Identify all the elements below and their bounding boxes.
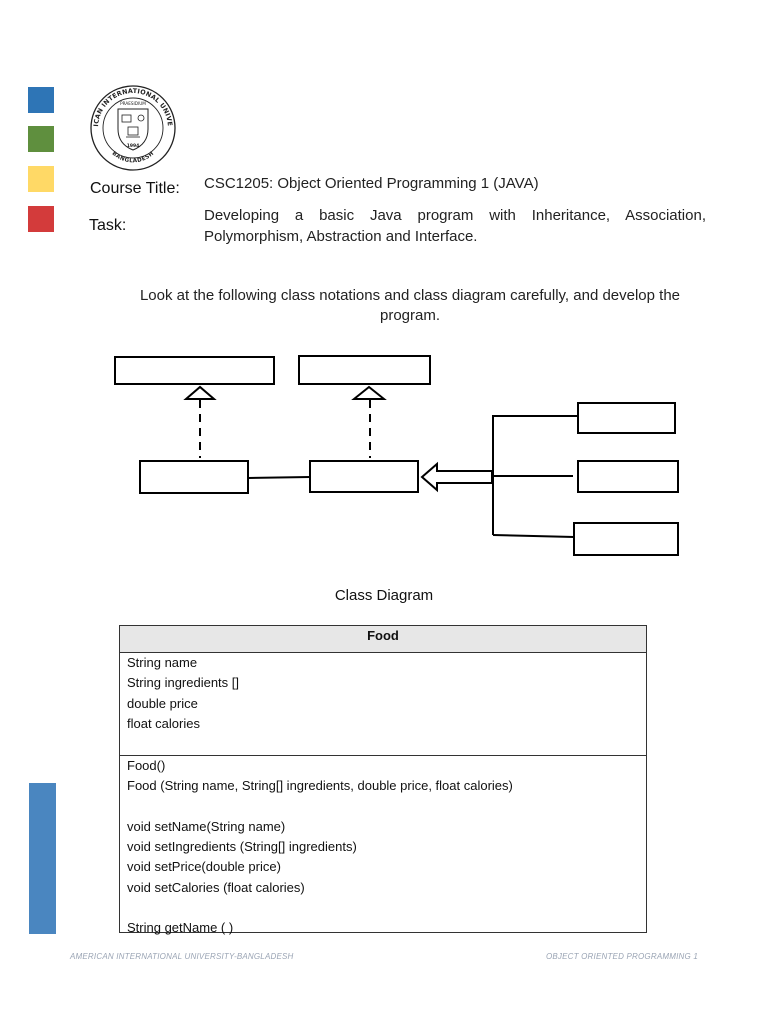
uml-method: void setIngredients (String[] ingredient… [127, 839, 357, 855]
course-title-value: CSC1205: Object Oriented Programming 1 (… [204, 175, 539, 192]
blue-side-bar-decoration [29, 783, 56, 934]
branch-bottom [492, 534, 575, 538]
interface-box-right [298, 355, 431, 385]
subclass-box-bottom [573, 522, 679, 556]
uml-method: Food (String name, String[] ingredients,… [127, 778, 513, 794]
subclass-box-middle [577, 460, 679, 493]
inheritance-arrow [420, 461, 493, 493]
uml-method: void setPrice(double price) [127, 859, 281, 875]
seal-motto-text: PRAESIDIUM [120, 101, 146, 106]
seal-year-text: 1994 [127, 143, 140, 149]
uml-method: void setName(String name) [127, 818, 286, 834]
instructions-text: Look at the following class notations an… [139, 287, 681, 324]
red-square-decoration [28, 206, 54, 232]
uml-attribute: String name [127, 655, 198, 670]
uml-attribute: String ingredients [] [127, 675, 240, 691]
diagram-title: Class Diagram [334, 587, 434, 604]
footer-university: AMERICAN INTERNATIONAL UNIVERSITY-BANGLA… [70, 952, 294, 961]
uml-methods-section: Food() Food (String name, String[] ingre… [120, 756, 646, 939]
realization-arrow-left [183, 385, 217, 400]
association-line [247, 476, 311, 479]
university-seal-icon: AMERICAN INTERNATIONAL UNIVERSITY BANGLA… [86, 84, 176, 171]
uml-class-box: Food String name String ingredients [] d… [119, 625, 647, 935]
class-box-center [309, 460, 419, 493]
uml-method-spacer [127, 898, 639, 918]
realization-arrow-right [351, 385, 387, 400]
class-box-left [139, 460, 249, 494]
blue-square-decoration [28, 87, 54, 113]
uml-attributes-section: String name String ingredients [] double… [120, 653, 646, 756]
uml-method: String getName ( ) [127, 920, 234, 936]
course-title-label: Course Title: [90, 180, 180, 197]
yellow-square-decoration [28, 166, 54, 192]
task-value: Developing a basic Java program with Inh… [204, 207, 706, 245]
uml-method: Food() [127, 758, 166, 773]
footer-course: OBJECT ORIENTED PROGRAMMING 1 [545, 952, 698, 961]
green-square-decoration [28, 126, 54, 152]
task-label: Task: [89, 217, 127, 234]
uml-attribute: double price [127, 695, 198, 711]
interface-box-left [114, 356, 275, 385]
uml-method: void setCalories (float calories) [127, 879, 305, 895]
uml-class-name: Food [120, 626, 646, 653]
uml-attribute: float calories [127, 715, 200, 731]
subclass-box-top [577, 402, 676, 434]
uml-method-spacer [127, 797, 639, 817]
